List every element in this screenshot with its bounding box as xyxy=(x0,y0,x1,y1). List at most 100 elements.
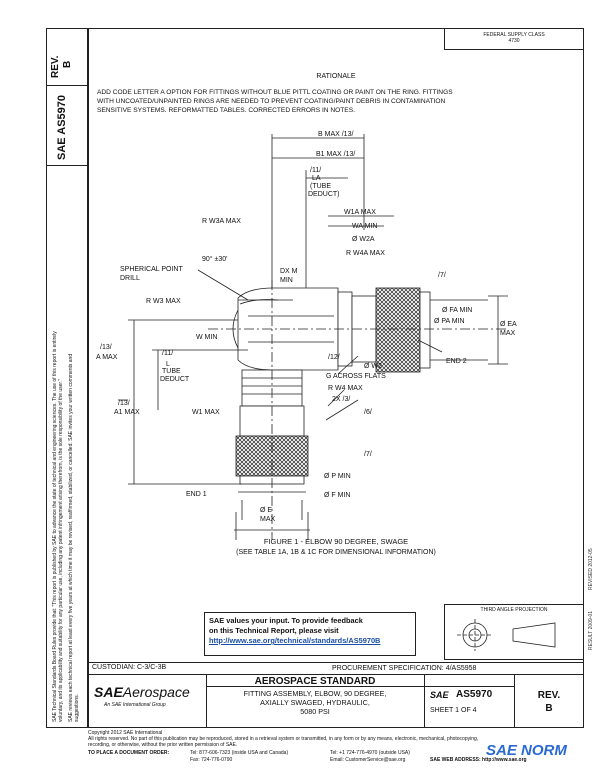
standard-title: AEROSPACE STANDARD xyxy=(254,676,376,687)
rationale-line: ADD CODE LETTER A OPTION FOR FITTINGS WI… xyxy=(97,89,453,96)
dim-dx-min: MIN xyxy=(280,277,293,284)
custodian: CUSTODIAN: C-3/C-3B xyxy=(92,664,167,671)
dim-a-tag: /13/ xyxy=(100,344,112,351)
dim-tag7: /7/ xyxy=(438,272,446,279)
dim-a1-tag: /13/ xyxy=(118,400,130,407)
rationale-line: SENSITIVE SYSTEMS. REFORMATTED TABLES. C… xyxy=(97,107,355,114)
dim-r-w3a: R W3A MAX xyxy=(202,218,241,225)
rationale-text: ADD CODE LETTER A OPTION FOR FITTINGS WI… xyxy=(97,88,577,115)
dim-a1-max: A1 MAX xyxy=(114,409,140,416)
dim-end1: END 1 xyxy=(186,491,207,498)
dim-b1-max: B1 MAX /13/ xyxy=(316,151,355,158)
copyright: Copyright 2012 SAE International xyxy=(88,730,163,736)
dim-r-w4a: R W4A MAX xyxy=(346,250,385,257)
sae-aerospace-logo: SAEAerospace xyxy=(94,684,190,700)
dim-ea: Ø EA xyxy=(500,321,517,328)
sae-web-address: SAE WEB ADDRESS: http://www.sae.org xyxy=(430,757,527,763)
doc-number-vertical: SAE AS5970 xyxy=(56,95,68,160)
rationale-line: WITH UNCOATED/UNPAINTED RINGS ARE NEEDED… xyxy=(97,98,446,105)
order-fax: Fax: 724-776-0790 xyxy=(190,757,233,763)
rights-2: recording, or otherwise, without the pri… xyxy=(88,742,238,748)
dim-g-flats: G ACROSS FLATS xyxy=(326,373,386,380)
rev-value: B xyxy=(62,60,73,68)
dim-end2: END 2 xyxy=(446,358,467,365)
dim-tube-l: L xyxy=(166,361,170,368)
dim-p-min: Ø P MIN xyxy=(324,473,351,480)
rights: All rights reserved. No part of this pub… xyxy=(88,736,479,742)
description-line: 5080 PSI xyxy=(300,707,330,716)
feedback-box: SAE values your input. To provide feedba… xyxy=(204,612,416,656)
description-line: FITTING ASSEMBLY, ELBOW, 90 DEGREE, xyxy=(243,689,387,698)
sae-mark-vertical: SAE xyxy=(56,137,68,160)
dim-2x: 2X /3/ xyxy=(332,396,350,403)
dim-wa: WA MIN xyxy=(352,223,377,230)
fsc-box: FEDERAL SUPPLY CLASS 4730 xyxy=(444,28,584,50)
right-margin-text-2: REVISED 2012-05 xyxy=(588,548,594,590)
dim-angle: 90° ±30' xyxy=(202,255,228,263)
dim-la-tube: (TUBE xyxy=(310,183,331,190)
sae-norm-watermark: SAE NORM xyxy=(486,742,567,759)
logo-aerospace: Aerospace xyxy=(122,684,190,700)
figure-subtitle: (SEE TABLE 1A, 1B & 1C FOR DIMENSIONAL I… xyxy=(236,549,436,556)
logo-subtitle: An SAE International Group xyxy=(104,702,166,708)
procurement-spec: PROCUREMENT SPECIFICATION: 4/AS5958 xyxy=(332,665,477,672)
logo-sae: SAE xyxy=(94,684,123,700)
dim-tag7b: /7/ xyxy=(364,451,372,458)
dim-f-min: Ø F MIN xyxy=(324,492,350,499)
figure-title: FIGURE 1 - ELBOW 90 DEGREE, SWAGE xyxy=(264,537,408,546)
projection-label: THIRD ANGLE PROJECTION xyxy=(480,607,548,613)
dim-w2: Ø W2 xyxy=(364,363,382,370)
dim-tag12: /12/ xyxy=(328,354,340,361)
right-margin-text: RESULT 2009-01 xyxy=(588,610,594,650)
rationale-title: RATIONALE xyxy=(316,73,356,80)
document-description: FITTING ASSEMBLY, ELBOW, 90 DEGREE, AXIA… xyxy=(206,689,424,716)
feedback-line-2: on this Technical Report, please visit xyxy=(209,626,339,635)
rev-label: REV. xyxy=(50,55,61,78)
dim-r-w3: R W3 MAX xyxy=(146,298,181,305)
dim-w1-max: W1 MAX xyxy=(192,409,220,416)
left-notice-line: suggestions. xyxy=(74,693,80,722)
dim-spherical: SPHERICAL POINT xyxy=(120,266,183,273)
feedback-line-1: SAE values your input. To provide feedba… xyxy=(209,616,363,625)
dim-tube-tag: /11/ xyxy=(162,350,173,357)
dim-w1a: W1A MAX xyxy=(344,209,376,216)
dim-dx: DX M xyxy=(280,268,298,275)
sheet-number: SHEET 1 OF 4 xyxy=(430,707,477,714)
dim-la: LA xyxy=(312,175,321,182)
title-doc-number: AS5970 xyxy=(456,689,493,700)
dim-la-deduct: DEDUCT) xyxy=(308,191,340,198)
projection-symbol-icon xyxy=(457,619,556,651)
dim-la-tag: /11/ xyxy=(310,167,321,174)
title-rev-value: B xyxy=(545,703,553,714)
dim-e-max: MAX xyxy=(260,516,276,523)
dim-tube: TUBE xyxy=(162,368,181,375)
description-line: AXIALLY SWAGED, HYDRAULIC, xyxy=(260,698,370,707)
dim-pa: Ø PA MIN xyxy=(434,318,465,325)
dim-tag6: /6/ xyxy=(364,409,372,416)
sae-small-logo: SAE xyxy=(430,690,449,700)
dim-w2a: Ø W2A xyxy=(352,236,375,243)
footer: Copyright 2012 SAE International All rig… xyxy=(88,730,584,748)
dim-drill: DRILL xyxy=(120,275,140,282)
fsc-value: 4730 xyxy=(508,38,520,44)
dim-b-max: B MAX /13/ xyxy=(318,131,353,138)
order-tel-2: Tel: +1 724-776-4970 (outside USA) xyxy=(330,750,410,756)
dim-a-max: A MAX xyxy=(96,354,118,361)
dim-ea-max: MAX xyxy=(500,330,516,337)
order-email: Email: CustomerService@sae.org xyxy=(330,757,406,763)
dim-deduct: DEDUCT xyxy=(160,376,190,383)
projection-box: THIRD ANGLE PROJECTION xyxy=(444,604,584,660)
left-notice-box xyxy=(46,166,88,728)
left-notice: SAE Technical Standards Board Rules prov… xyxy=(52,182,80,722)
elbow-fitting-drawing: B MAX /13/ B1 MAX /13/ /11/ LA (TUBE DED… xyxy=(96,131,517,556)
order-label: TO PLACE A DOCUMENT ORDER: xyxy=(88,750,170,756)
dim-w-min: W MIN xyxy=(196,334,217,341)
rev-box xyxy=(46,28,88,86)
doc-number-text: AS5970 xyxy=(56,94,68,135)
title-rev-label: REV. xyxy=(537,690,561,701)
rev-column-edge xyxy=(88,28,89,728)
doc-number-box xyxy=(46,86,88,166)
dim-e: Ø E xyxy=(260,507,272,514)
feedback-link[interactable]: http://www.sae.org/technical/standards/A… xyxy=(209,636,381,645)
order-tel: Tel: 877-606-7323 (inside USA and Canada… xyxy=(190,750,289,756)
